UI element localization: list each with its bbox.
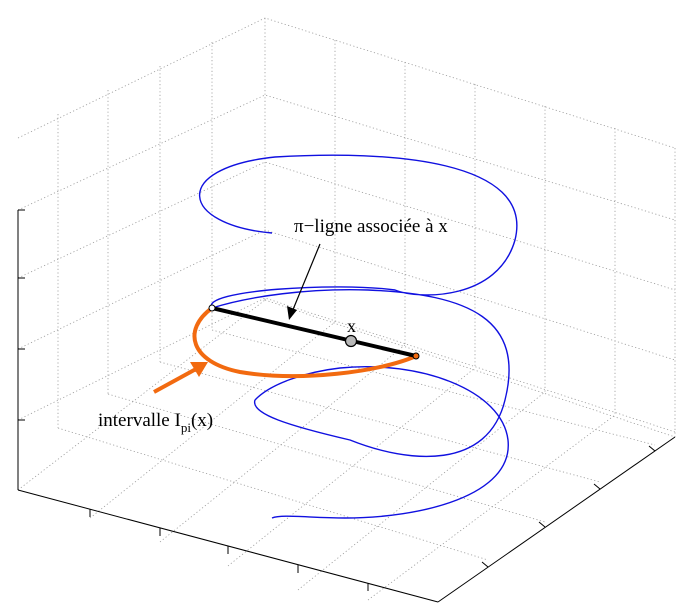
pi-line-left-endpoint <box>208 304 216 312</box>
interval-label-suffix: (x) <box>191 410 213 431</box>
pi-line <box>211 306 417 358</box>
pi-line-label: π−ligne associée à x <box>294 216 448 237</box>
helix-curve <box>198 154 518 519</box>
grid-lines <box>17 17 676 601</box>
axes <box>17 209 676 603</box>
interval-arc <box>192 306 417 378</box>
point-x-marker <box>344 334 358 348</box>
pi-line-arrow <box>287 243 321 320</box>
pi-line-right-endpoint <box>412 352 420 360</box>
interval-arrow <box>153 362 208 394</box>
interval-label-subscript: pi <box>181 420 192 435</box>
interval-label-main: intervalle I <box>98 410 181 431</box>
point-label: x <box>347 316 356 336</box>
interval-label: intervalle Ipi(x) <box>98 410 213 435</box>
